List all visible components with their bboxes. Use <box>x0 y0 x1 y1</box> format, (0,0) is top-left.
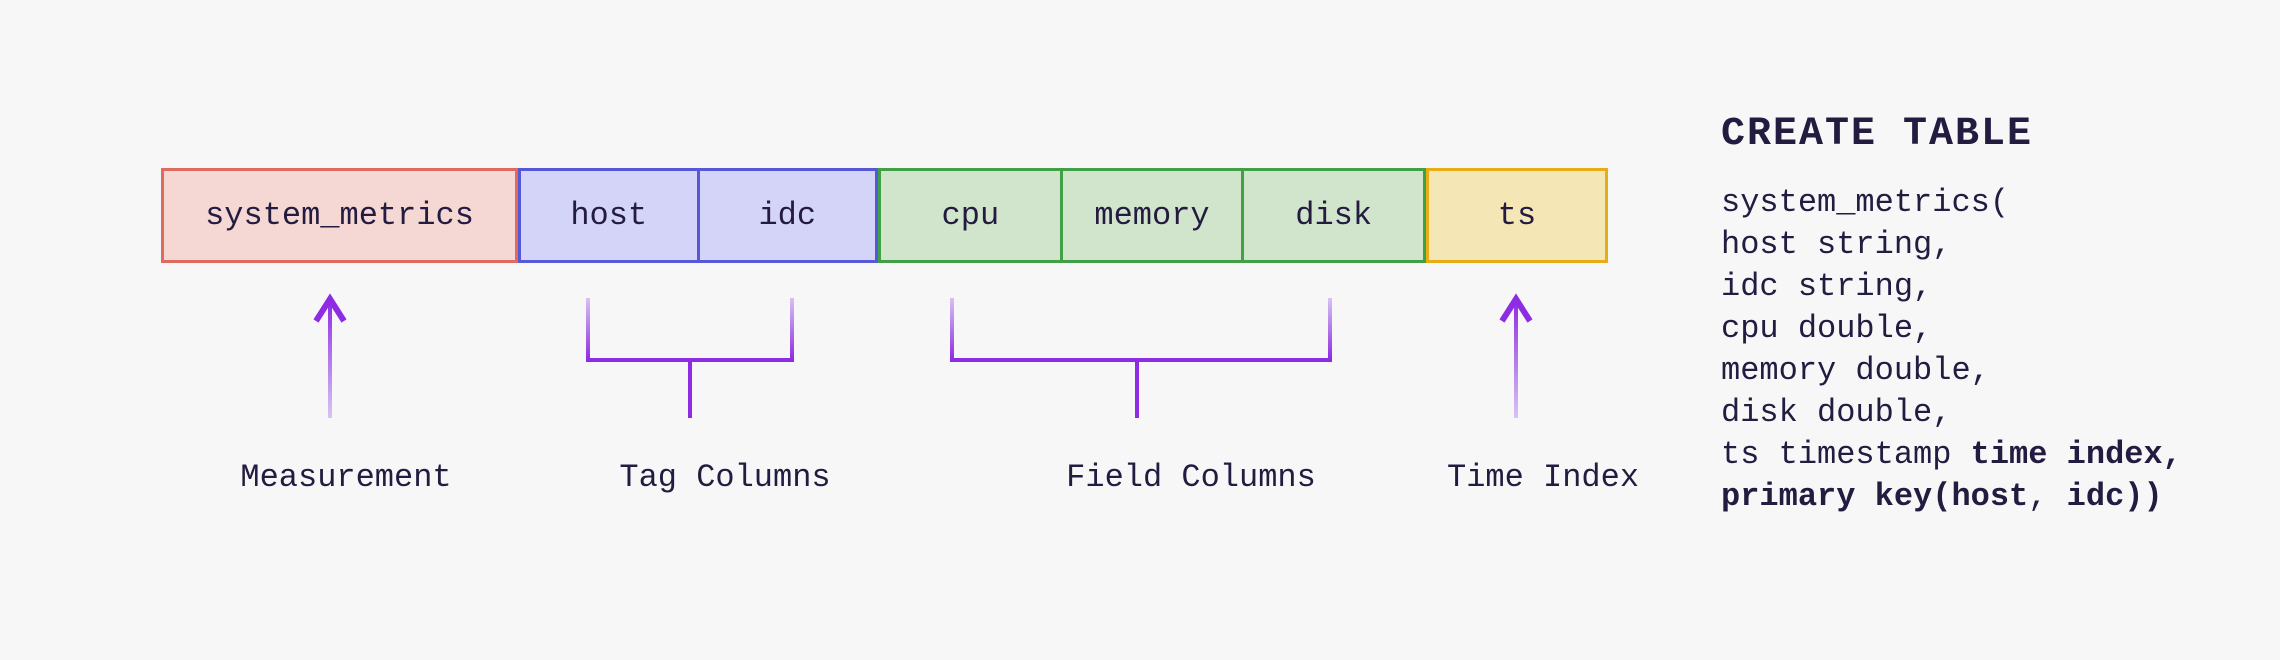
label-measurement: Measurement <box>240 459 452 496</box>
box-host: host <box>570 197 648 234</box>
sql-code-segment: idc)) <box>2066 478 2163 515</box>
tag-columns-bracket-icon <box>586 298 794 362</box>
sql-code-segment: memory double, <box>1721 352 1990 389</box>
time-index-arrow-head-icon <box>1499 293 1533 323</box>
field-divider <box>1241 171 1245 260</box>
box-disk: disk <box>1295 197 1373 234</box>
label-time-index: Time Index <box>1446 459 1640 496</box>
measurement-arrow-head-icon <box>313 293 347 323</box>
tag-columns-group: host idc <box>518 168 878 263</box>
sql-line: system_metrics( <box>1721 182 2182 224</box>
time-index-group: ts <box>1426 168 1608 263</box>
field-divider <box>1059 171 1063 260</box>
sql-line: idc string, <box>1721 266 2182 308</box>
field-columns-group: cpu memory disk <box>878 168 1426 263</box>
sql-line: disk double, <box>1721 392 2182 434</box>
sql-code-segment: cpu double, <box>1721 310 1933 347</box>
create-table-sql-panel: CREATE TABLE system_metrics( host string… <box>1721 112 2182 518</box>
sql-code-segment: system_metrics( <box>1721 184 2010 221</box>
measurement-group: system_metrics <box>161 168 518 263</box>
label-tag-columns: Tag Columns <box>619 459 831 496</box>
box-idc: idc <box>758 197 817 234</box>
sql-code-segment: idc string, <box>1721 268 1933 305</box>
box-ts: ts <box>1497 197 1537 234</box>
sql-title: CREATE TABLE <box>1721 112 2034 157</box>
sql-code-segment: host string, <box>1721 226 1952 263</box>
sql-code-segment: ts timestamp <box>1721 436 1971 473</box>
label-field-columns: Field Columns <box>1066 459 1316 496</box>
sql-line: cpu double, <box>1721 308 2182 350</box>
sql-line: host string, <box>1721 224 2182 266</box>
sql-line: ts timestamp time index, <box>1721 434 2182 476</box>
box-system-metrics: system_metrics <box>205 197 474 234</box>
tag-divider <box>696 171 700 260</box>
field-columns-bracket-icon <box>950 298 1332 362</box>
sql-code-segment: disk double, <box>1721 394 1952 431</box>
sql-line: primary key(host, idc)) <box>1721 476 2182 518</box>
sql-code-segment: , <box>2028 478 2067 515</box>
box-memory: memory <box>1094 197 1210 234</box>
sql-code-segment: time index, <box>1970 436 2182 473</box>
sql-body: system_metrics( host string, idc string,… <box>1721 182 2182 518</box>
sql-code-segment: primary key(host <box>1721 478 2029 515</box>
box-cpu: cpu <box>941 197 1000 234</box>
sql-line: memory double, <box>1721 350 2182 392</box>
